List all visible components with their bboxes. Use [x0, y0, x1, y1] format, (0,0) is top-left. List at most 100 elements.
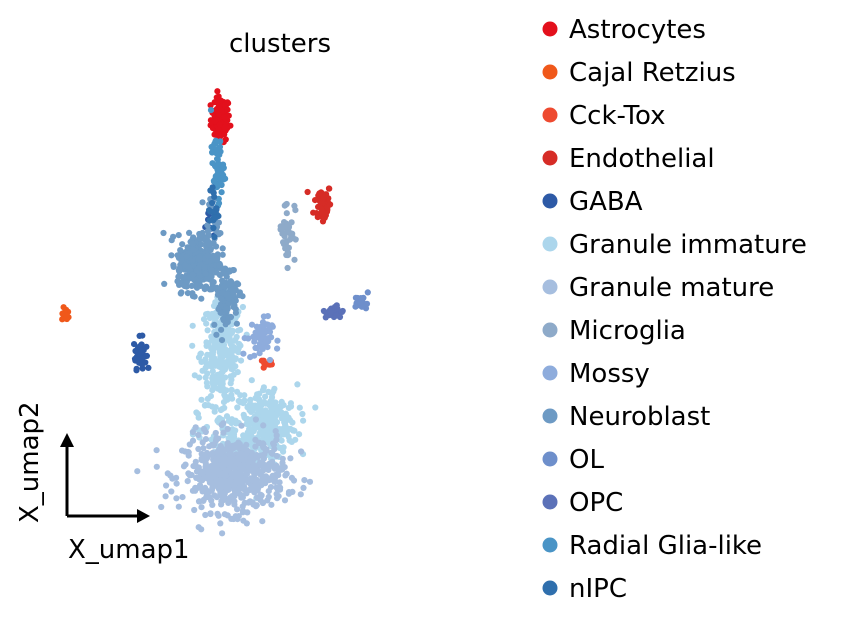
point-neuroblast [182, 262, 189, 269]
point-granule-mature [191, 506, 198, 514]
chart-title: clusters [229, 29, 331, 59]
point-granule-immature [287, 400, 294, 407]
point-nipc [210, 224, 217, 232]
point-granule-mature [234, 506, 241, 513]
point-granule-mature [188, 471, 195, 479]
point-granule-mature [210, 442, 217, 449]
point-granule-immature [296, 404, 303, 411]
point-neuroblast [213, 331, 220, 338]
point-granule-mature [163, 482, 170, 489]
point-granule-mature [153, 447, 160, 454]
point-neuroblast [183, 253, 190, 260]
point-granule-mature [192, 424, 199, 431]
point-granule-mature [196, 475, 203, 482]
point-granule-mature [260, 455, 267, 462]
point-microglia [289, 230, 296, 237]
point-neuroblast [223, 291, 231, 298]
point-microglia [283, 229, 290, 236]
point-opc [338, 308, 346, 315]
point-granule-mature [250, 461, 257, 468]
point-neuroblast [189, 293, 197, 300]
point-granule-immature [240, 411, 247, 418]
point-radial-glia-like [209, 149, 216, 156]
point-granule-immature [260, 384, 267, 391]
point-neuroblast [204, 222, 211, 229]
point-neuroblast [217, 309, 225, 316]
point-granule-immature [202, 401, 209, 409]
point-granule-mature [218, 498, 225, 505]
point-granule-immature [228, 329, 235, 336]
point-neuroblast [213, 256, 221, 263]
point-granule-immature [211, 408, 218, 415]
point-granule-mature [179, 447, 186, 454]
point-neuroblast [219, 245, 226, 252]
point-granule-mature [266, 460, 273, 467]
point-granule-mature [212, 429, 219, 437]
point-nipc [211, 234, 218, 241]
point-granule-immature [237, 342, 244, 349]
point-granule-mature [158, 503, 165, 511]
point-granule-mature [232, 513, 239, 520]
point-granule-mature [162, 493, 169, 500]
point-granule-immature [299, 410, 306, 418]
point-granule-mature [238, 494, 245, 501]
point-granule-mature [254, 452, 261, 459]
point-granule-mature [273, 436, 280, 444]
point-nipc [213, 205, 220, 212]
point-granule-mature [202, 511, 209, 519]
point-granule-mature [256, 459, 264, 466]
point-granule-mature [270, 477, 277, 484]
point-neuroblast [189, 240, 196, 247]
point-granule-mature [185, 448, 192, 456]
point-granule-immature [234, 404, 241, 411]
point-granule-mature [281, 497, 289, 504]
legend-marker-ol [542, 451, 558, 467]
point-granule-immature [240, 400, 247, 407]
point-nipc [209, 184, 216, 191]
point-granule-immature [204, 383, 211, 390]
point-neuroblast [204, 227, 212, 234]
point-granule-mature [217, 520, 224, 527]
point-granule-immature [203, 320, 210, 327]
point-granule-mature [153, 463, 160, 470]
point-granule-mature [230, 457, 237, 464]
point-neuroblast [208, 286, 215, 293]
point-microglia [284, 264, 291, 272]
point-granule-mature [232, 469, 239, 476]
point-astrocytes [216, 106, 223, 113]
point-granule-immature [225, 347, 232, 354]
legend-label-gaba: GABA [569, 187, 643, 217]
point-neuroblast [223, 273, 230, 280]
point-granule-immature [207, 360, 214, 367]
point-granule-mature [203, 494, 210, 501]
point-granule-mature [252, 416, 259, 423]
point-neuroblast [198, 232, 205, 240]
point-radial-glia-like [218, 181, 225, 189]
point-granule-immature [234, 369, 241, 376]
point-granule-immature [230, 344, 238, 352]
legend-label-granule-mature: Granule mature [569, 273, 774, 303]
point-granule-mature [219, 530, 226, 537]
point-granule-immature [202, 374, 209, 381]
point-granule-immature [248, 377, 255, 384]
point-granule-mature [240, 445, 247, 452]
point-granule-mature [246, 458, 253, 465]
point-microglia [285, 222, 292, 229]
point-neuroblast [168, 252, 175, 259]
point-granule-immature [199, 367, 206, 374]
point-granule-immature [285, 404, 292, 411]
point-granule-immature [265, 388, 272, 395]
point-neuroblast [231, 302, 238, 309]
point-granule-immature [233, 420, 240, 427]
point-neuroblast [204, 275, 211, 282]
point-neuroblast [205, 238, 212, 245]
point-endothelial [325, 185, 333, 192]
point-granule-mature [200, 425, 207, 432]
point-granule-mature [216, 471, 223, 478]
point-granule-immature [212, 358, 219, 365]
point-gaba [133, 367, 140, 374]
point-granule-mature [301, 477, 308, 484]
point-granule-mature [245, 499, 252, 506]
point-granule-immature [278, 415, 285, 422]
